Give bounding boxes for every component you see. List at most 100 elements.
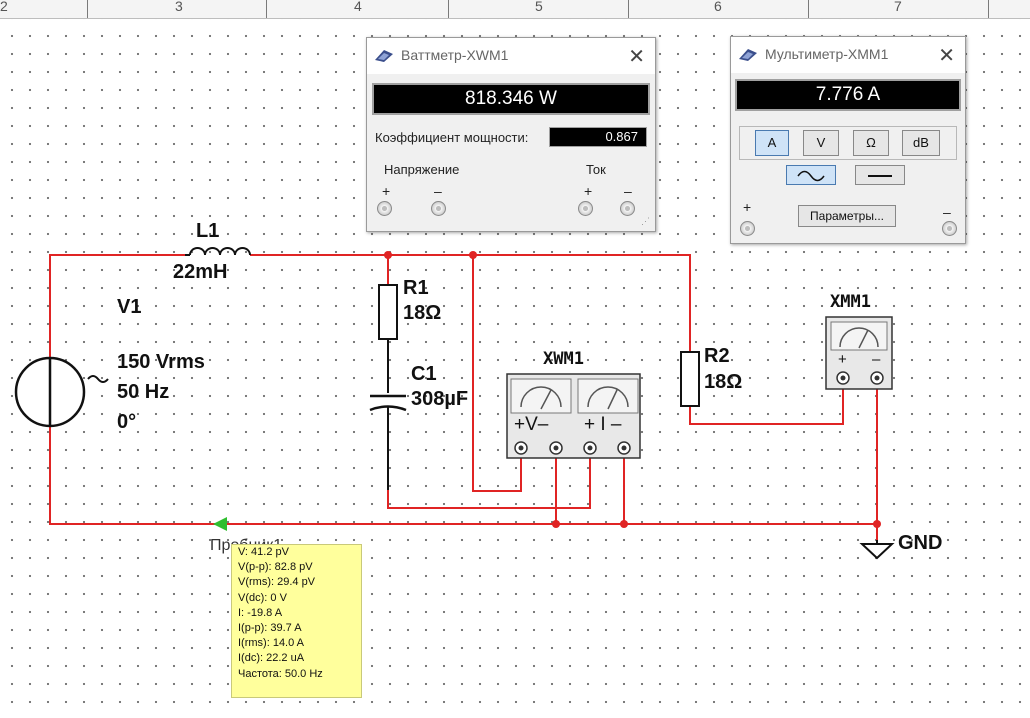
mode-ampere-button[interactable]: A	[755, 130, 789, 156]
v1-phase: 0°	[117, 411, 137, 433]
multisim-instrument-icon	[375, 50, 393, 62]
ruler-number: 5	[535, 0, 543, 14]
r2-value: 18Ω	[704, 371, 743, 393]
ruler-number: 6	[714, 0, 722, 14]
r1-value: 18Ω	[403, 302, 442, 324]
ruler-tick	[808, 0, 809, 18]
ruler-number: 2	[0, 0, 8, 14]
voltage-plus-terminal[interactable]	[377, 201, 392, 216]
multimeter-title: Мультиметр-XMM1	[765, 46, 889, 62]
multimeter-titlebar[interactable]: Мультиметр-XMM1 ✕	[731, 37, 965, 73]
ruler-number: 7	[894, 0, 902, 14]
junction-dot	[873, 520, 881, 528]
resize-grip-icon[interactable]: ⋰	[641, 216, 650, 226]
junction-dot	[384, 251, 392, 259]
xwm1-wattmeter-symbol[interactable]	[506, 373, 641, 459]
probe-line: V(rms): 29.4 pV	[238, 576, 316, 589]
multisim-instrument-icon	[739, 49, 757, 61]
voltage-label: Напряжение	[384, 162, 460, 177]
wattmeter-window[interactable]: Ваттметр-XWM1 ✕ 818.346 W Коэффициент мо…	[366, 37, 656, 232]
wattmeter-title: Ваттметр-XWM1	[401, 47, 509, 63]
xmm1-plus-label: +	[838, 351, 847, 368]
ruler-number: 4	[354, 0, 362, 14]
voltage-minus-label: –	[434, 183, 442, 199]
ruler-tick	[87, 0, 88, 18]
wire-xwm1-v-plus[interactable]	[472, 255, 522, 492]
r1-resistor-symbol[interactable]	[378, 284, 398, 393]
ruler-tick	[628, 0, 629, 18]
xwm1-v-terminal-label: +V–	[514, 414, 549, 435]
probe-line: V: 41.2 pV	[238, 546, 289, 558]
v1-source-symbol[interactable]	[14, 356, 109, 428]
probe-tooltip: V: 41.2 pV V(p-p): 82.8 pV V(rms): 29.4 …	[231, 544, 362, 698]
probe-line: I: -19.8 A	[238, 606, 283, 619]
current-plus-label: +	[584, 183, 593, 199]
wire-v1-top[interactable]	[49, 254, 185, 358]
xmm1-minus-label: –	[872, 351, 881, 368]
sine-wave-icon	[797, 170, 825, 182]
probe-line: I(p-p): 39.7 A	[238, 621, 302, 634]
probe-line: V(p-p): 82.8 pV	[238, 561, 313, 574]
close-icon[interactable]: ✕	[628, 46, 645, 68]
wire-c1-bottom[interactable]	[387, 452, 591, 509]
current-minus-label: –	[624, 183, 632, 199]
r2-resistor-symbol[interactable]	[680, 351, 700, 407]
ground-icon[interactable]	[859, 540, 895, 560]
l1-value: 22mH	[173, 261, 228, 283]
mode-db-button[interactable]: dB	[902, 130, 940, 156]
wires[interactable]	[49, 254, 878, 540]
mm-plus-label: +	[743, 199, 752, 215]
power-factor-value-text: 0.867	[605, 129, 638, 144]
mode-group	[739, 126, 957, 160]
current-minus-terminal[interactable]	[620, 201, 635, 216]
xmm1-name: XMM1	[830, 292, 871, 312]
l1-inductor-symbol[interactable]	[185, 247, 251, 256]
probe-line: I(rms): 14.0 A	[238, 637, 305, 650]
current-label: Ток	[586, 162, 606, 177]
close-icon[interactable]: ✕	[938, 45, 955, 67]
junction-dot	[469, 251, 477, 259]
probe-line: I(dc): 22.2 uA	[238, 652, 305, 665]
xmm1-multimeter-symbol[interactable]	[825, 316, 893, 390]
voltage-minus-terminal[interactable]	[431, 201, 446, 216]
ruler-tick	[988, 0, 989, 18]
xwm1-terminals[interactable]	[514, 441, 631, 455]
dc-mode-button[interactable]	[855, 165, 905, 185]
current-plus-terminal[interactable]	[578, 201, 593, 216]
l1-name: L1	[196, 220, 220, 242]
xwm1-name: XWM1	[543, 349, 584, 369]
dc-line-icon	[868, 175, 892, 177]
probe-line: V(dc): 0 V	[238, 591, 287, 604]
junction-dot	[620, 520, 628, 528]
wire-bottom-rail[interactable]	[49, 426, 877, 525]
wattmeter-titlebar[interactable]: Ваттметр-XWM1 ✕	[367, 38, 655, 74]
mode-ohm-button[interactable]: Ω	[853, 130, 889, 156]
junctions	[384, 251, 881, 528]
mm-minus-terminal[interactable]	[942, 221, 957, 236]
multimeter-reading: 7.776 A	[735, 79, 961, 111]
parameters-button[interactable]: Параметры...	[798, 205, 896, 227]
mode-volt-button[interactable]: V	[803, 130, 839, 156]
probe-arrow-icon[interactable]	[213, 517, 227, 531]
voltage-plus-label: +	[382, 183, 391, 199]
power-factor-value: 0.867	[549, 127, 647, 147]
top-ruler: 2 3 4 5 6 7	[0, 0, 1030, 19]
c1-capacitor-symbol[interactable]	[369, 394, 407, 490]
c1-name: C1	[411, 363, 437, 385]
power-factor-label: Коэффициент мощности:	[375, 130, 529, 145]
r2-name: R2	[704, 345, 730, 367]
xwm1-i-terminal-label: + I –	[584, 414, 622, 435]
ruler-tick	[266, 0, 267, 18]
v1-voltage: 150 Vrms	[117, 351, 205, 373]
v1-frequency: 50 Hz	[117, 381, 170, 403]
wire-top-rail[interactable]	[250, 254, 691, 352]
v1-name: V1	[117, 296, 142, 318]
ruler-tick	[448, 0, 449, 18]
ac-mode-button[interactable]	[786, 165, 836, 185]
mm-plus-terminal[interactable]	[740, 221, 755, 236]
wire-r2-bottom[interactable]	[689, 382, 844, 425]
r1-name: R1	[403, 277, 429, 299]
ruler-number: 3	[175, 0, 183, 14]
wattmeter-reading: 818.346 W	[372, 83, 650, 115]
multimeter-window[interactable]: Мультиметр-XMM1 ✕ 7.776 A A V Ω dB + – П…	[730, 36, 966, 244]
